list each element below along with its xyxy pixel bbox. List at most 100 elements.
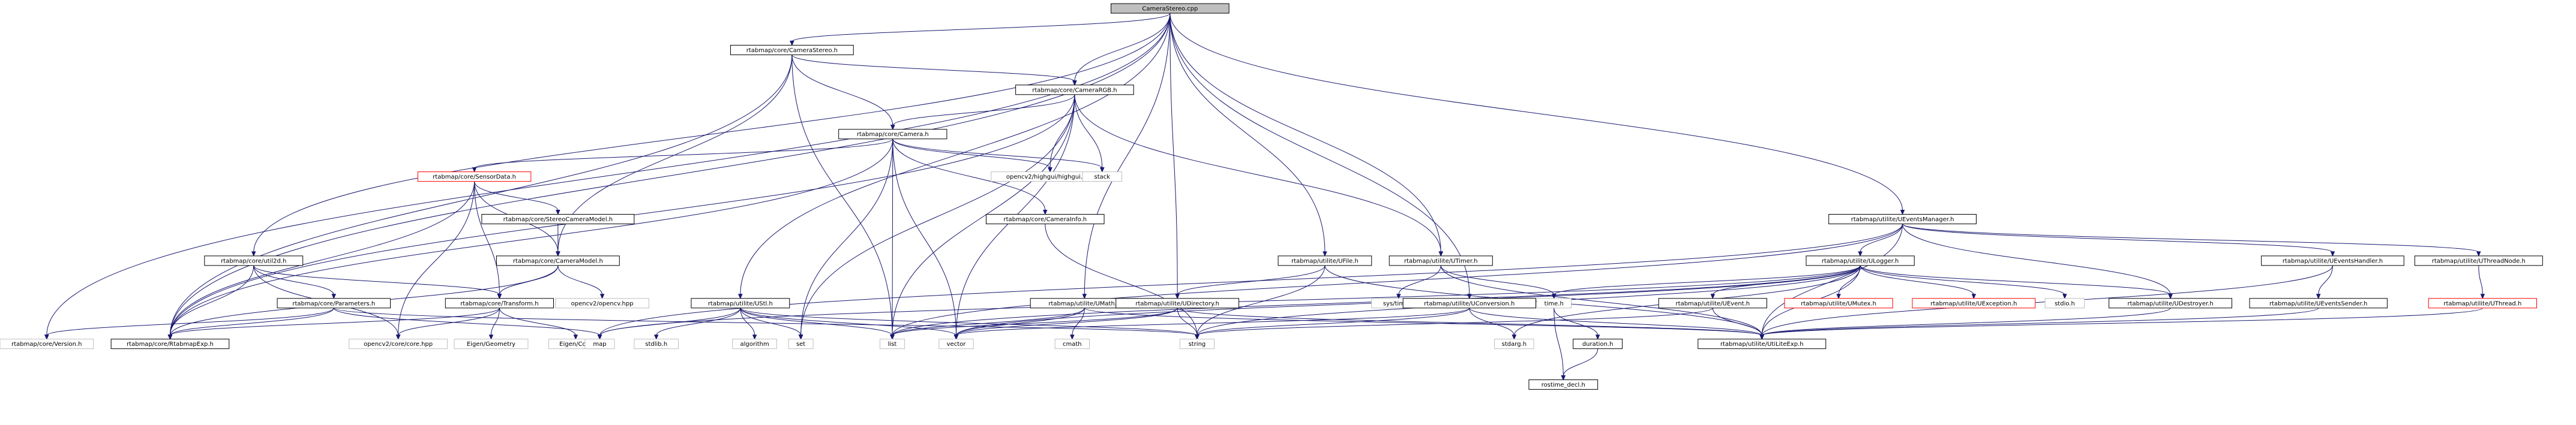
graph-node-ustl-h[interactable]: rtabmap/utilite/UStl.h xyxy=(691,298,790,309)
node-box xyxy=(2428,298,2537,309)
graph-node-ueventsmanager-h[interactable]: rtabmap/utilite/UEventsManager.h xyxy=(1828,214,1977,225)
graph-node-stdarg-h[interactable]: stdarg.h xyxy=(1494,339,1534,349)
edge-parameters-h-to-rtabmapexp-h xyxy=(169,308,334,336)
graph-node-uutilexp-h[interactable]: rtabmap/utilite/UtiLiteExp.h xyxy=(1698,339,1827,349)
graph-node-stdlib-h[interactable]: stdlib.h xyxy=(634,339,679,349)
node-label: rtabmap/core/SensorData.h xyxy=(433,174,516,180)
node-box xyxy=(204,255,304,266)
edge-uconversion-h-to-string xyxy=(1196,308,1470,336)
graph-node-uevent-h[interactable]: rtabmap/utilite/UEvent.h xyxy=(1658,298,1767,309)
node-label: rtabmap/utilite/UTimer.h xyxy=(1404,258,1478,264)
graph-node-udestroyer-h[interactable]: rtabmap/utilite/UDestroyer.h xyxy=(2109,298,2233,309)
graph-node-cameramodel-h[interactable]: rtabmap/core/CameraModel.h xyxy=(496,255,620,266)
graph-node-list[interactable]: list xyxy=(880,339,905,349)
graph-node-util2d-h[interactable]: rtabmap/core/util2d.h xyxy=(204,255,304,266)
graph-node-version-h[interactable]: rtabmap/core/Version.h xyxy=(0,339,94,349)
node-label: map xyxy=(593,341,606,348)
graph-node-ulogger-h[interactable]: rtabmap/utilite/ULogger.h xyxy=(1806,255,1915,266)
edge-arrowhead xyxy=(1195,334,1199,340)
node-box xyxy=(2261,255,2404,266)
edge-arrowhead xyxy=(2168,294,2173,300)
edge-root-to-util2d-h xyxy=(253,13,1171,252)
edge-root-to-camerastereo-h xyxy=(791,13,1171,42)
graph-node-stereocameramodel-h[interactable]: rtabmap/core/StereoCameraModel.h xyxy=(481,214,635,225)
node-box xyxy=(2249,298,2388,309)
node-label: stdio.h xyxy=(2055,300,2075,307)
edge-camerastereo-h-to-camerargb-h xyxy=(791,55,1075,82)
graph-node-map[interactable]: map xyxy=(584,339,615,349)
graph-node-camera-h[interactable]: rtabmap/core/Camera.h xyxy=(838,129,947,140)
graph-node-opencvcore[interactable]: opencv2/core/core.hpp xyxy=(349,339,448,349)
graph-node-time-h[interactable]: time.h xyxy=(1536,298,1572,309)
graph-node-root[interactable]: CameraStereo.cpp xyxy=(1111,3,1229,14)
edges-layer xyxy=(44,13,2485,381)
edge-camera-h-to-vector xyxy=(892,138,956,336)
graph-node-string[interactable]: string xyxy=(1179,339,1215,349)
node-box xyxy=(1536,298,1572,309)
edge-utimer-h-to-systime-h xyxy=(1398,265,1441,295)
graph-node-uthread-h[interactable]: rtabmap/utilite/UThread.h xyxy=(2428,298,2537,309)
graph-node-cmath[interactable]: cmath xyxy=(1054,339,1090,349)
graph-node-ueventssender-h[interactable]: rtabmap/utilite/UEventsSender.h xyxy=(2249,298,2388,309)
edge-camera-h-to-sensordata-h xyxy=(474,138,893,169)
graph-node-utimer-h[interactable]: rtabmap/utilite/UTimer.h xyxy=(1389,255,1493,266)
node-box xyxy=(732,339,777,349)
edge-arrowhead xyxy=(1175,294,1180,300)
edge-arrowhead xyxy=(488,334,494,340)
edge-arrowhead xyxy=(1710,294,1716,300)
node-label: rtabmap/core/StereoCameraModel.h xyxy=(503,216,613,223)
edge-time-h-to-rostime-decl-h xyxy=(1554,308,1564,376)
graph-node-udirectory-h[interactable]: rtabmap/utilite/UDirectory.h xyxy=(1115,298,1240,309)
edge-arrowhead xyxy=(752,334,757,340)
edge-camerargb-h-to-set xyxy=(800,94,1075,336)
node-label: stdlib.h xyxy=(645,341,667,348)
graph-node-vector[interactable]: vector xyxy=(938,339,974,349)
graph-node-algorithm[interactable]: algorithm xyxy=(732,339,777,349)
node-label: rtabmap/utilite/ULogger.h xyxy=(1822,258,1899,264)
edge-cameramodel-h-to-opencv-hpp xyxy=(557,265,603,295)
graph-node-uthreadnode-h[interactable]: rtabmap/utilite/UThreadNode.h xyxy=(2414,255,2543,266)
graph-node-ueventshandler-h[interactable]: rtabmap/utilite/UEventsHandler.h xyxy=(2261,255,2404,266)
node-label: rtabmap/utilite/UThread.h xyxy=(2443,300,2521,307)
graph-node-sensordata-h[interactable]: rtabmap/core/SensorData.h xyxy=(417,171,532,182)
graph-node-camerainfo-h[interactable]: rtabmap/core/CameraInfo.h xyxy=(985,214,1105,225)
edge-arrowhead xyxy=(1971,294,1977,300)
edge-arrowhead xyxy=(890,125,895,130)
edge-camerastereo-h-to-list xyxy=(791,55,893,336)
node-label: algorithm xyxy=(740,341,769,348)
graph-node-rtabmapexp-h[interactable]: rtabmap/core/RtabmapExp.h xyxy=(110,339,230,349)
graph-node-eigengeometry[interactable]: Eigen/Geometry xyxy=(454,339,529,349)
edge-camerastereo-h-to-camera-h xyxy=(791,55,893,126)
edge-sensordata-h-to-transform-h xyxy=(474,181,500,295)
edge-arrowhead xyxy=(738,294,743,300)
graph-node-stdio-h[interactable]: stdio.h xyxy=(2044,298,2085,309)
node-label: rtabmap/core/Transform.h xyxy=(460,300,538,307)
graph-node-stack[interactable]: stack xyxy=(1082,171,1123,182)
node-label: Eigen/Geometry xyxy=(467,341,515,348)
edge-udirectory-h-to-vector xyxy=(955,308,1178,336)
graph-node-set[interactable]: set xyxy=(788,339,814,349)
graph-node-duration-h[interactable]: duration.h xyxy=(1573,339,1623,349)
edge-ueventsmanager-h-to-map xyxy=(599,224,1903,336)
graph-node-uexception-h[interactable]: rtabmap/utilite/UException.h xyxy=(1912,298,2036,309)
graph-node-camerargb-h[interactable]: rtabmap/core/CameraRGB.h xyxy=(1015,85,1134,95)
node-label: rtabmap/core/CameraModel.h xyxy=(513,258,603,264)
edge-arrowhead xyxy=(1595,334,1600,340)
node-box xyxy=(1573,339,1623,349)
node-label: rtabmap/utilite/UDestroyer.h xyxy=(2127,300,2213,307)
graph-node-rostime-decl-h[interactable]: rostime_decl.h xyxy=(1528,379,1599,390)
node-label: sys/time.h xyxy=(1383,300,1414,307)
edge-arrowhead xyxy=(1858,251,1863,257)
edge-camera-h-to-list xyxy=(892,138,893,336)
graph-node-umutex-h[interactable]: rtabmap/utilite/UMutex.h xyxy=(1784,298,1893,309)
node-label: rtabmap/utilite/UtiLiteExp.h xyxy=(1720,341,1804,348)
node-box xyxy=(1015,85,1134,95)
graph-node-ufile-h[interactable]: rtabmap/utilite/UFile.h xyxy=(1277,255,1372,266)
graph-node-uconversion-h[interactable]: rtabmap/utilite/UConversion.h xyxy=(1402,298,1536,309)
graph-node-transform-h[interactable]: rtabmap/core/Transform.h xyxy=(445,298,554,309)
graph-node-parameters-h[interactable]: rtabmap/core/Parameters.h xyxy=(277,298,391,309)
graph-node-camerastereo-h[interactable]: rtabmap/core/CameraStereo.h xyxy=(730,44,854,55)
graph-node-opencv-hpp[interactable]: opencv2/opencv.hpp xyxy=(555,298,649,309)
edge-util2d-h-to-transform-h xyxy=(253,265,500,296)
edge-sensordata-h-to-opencvcore xyxy=(398,181,475,336)
